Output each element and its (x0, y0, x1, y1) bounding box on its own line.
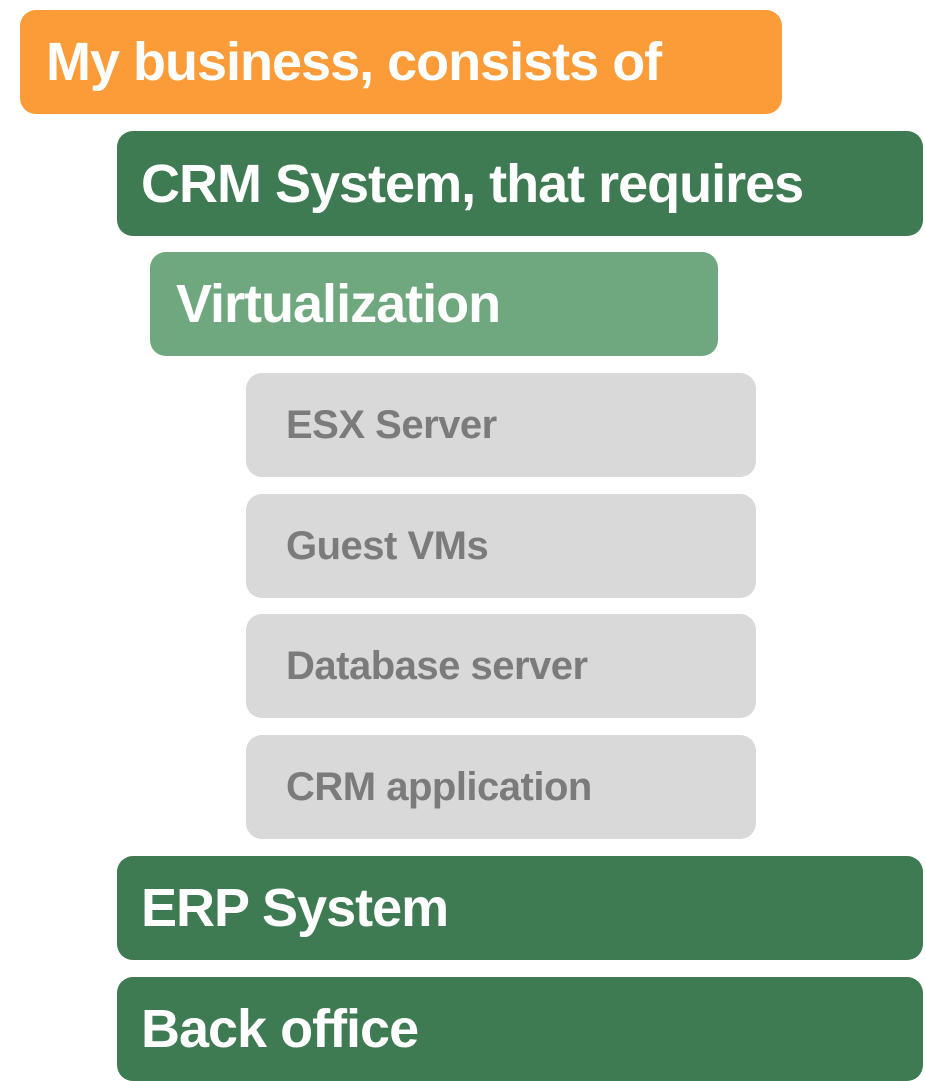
component-label: Database server (286, 643, 588, 688)
crm-system-label: CRM System, that requires (141, 153, 804, 214)
component-box-guest-vms: Guest VMs (246, 494, 756, 598)
business-root-box: My business, consists of (20, 10, 782, 114)
virtualization-box: Virtualization (150, 252, 718, 356)
component-label: CRM application (286, 764, 592, 809)
component-label: Guest VMs (286, 523, 489, 568)
back-office-label: Back office (141, 999, 419, 1059)
erp-system-box: ERP System (117, 856, 923, 960)
component-label: ESX Server (286, 402, 497, 447)
back-office-box: Back office (117, 977, 923, 1081)
component-box-crm-application: CRM application (246, 735, 756, 839)
erp-system-label: ERP System (141, 878, 449, 938)
component-box-esx-server: ESX Server (246, 373, 756, 477)
crm-system-box: CRM System, that requires (117, 131, 923, 236)
component-box-database-server: Database server (246, 614, 756, 718)
business-root-label: My business, consists of (46, 32, 662, 92)
virtualization-label: Virtualization (176, 274, 501, 334)
